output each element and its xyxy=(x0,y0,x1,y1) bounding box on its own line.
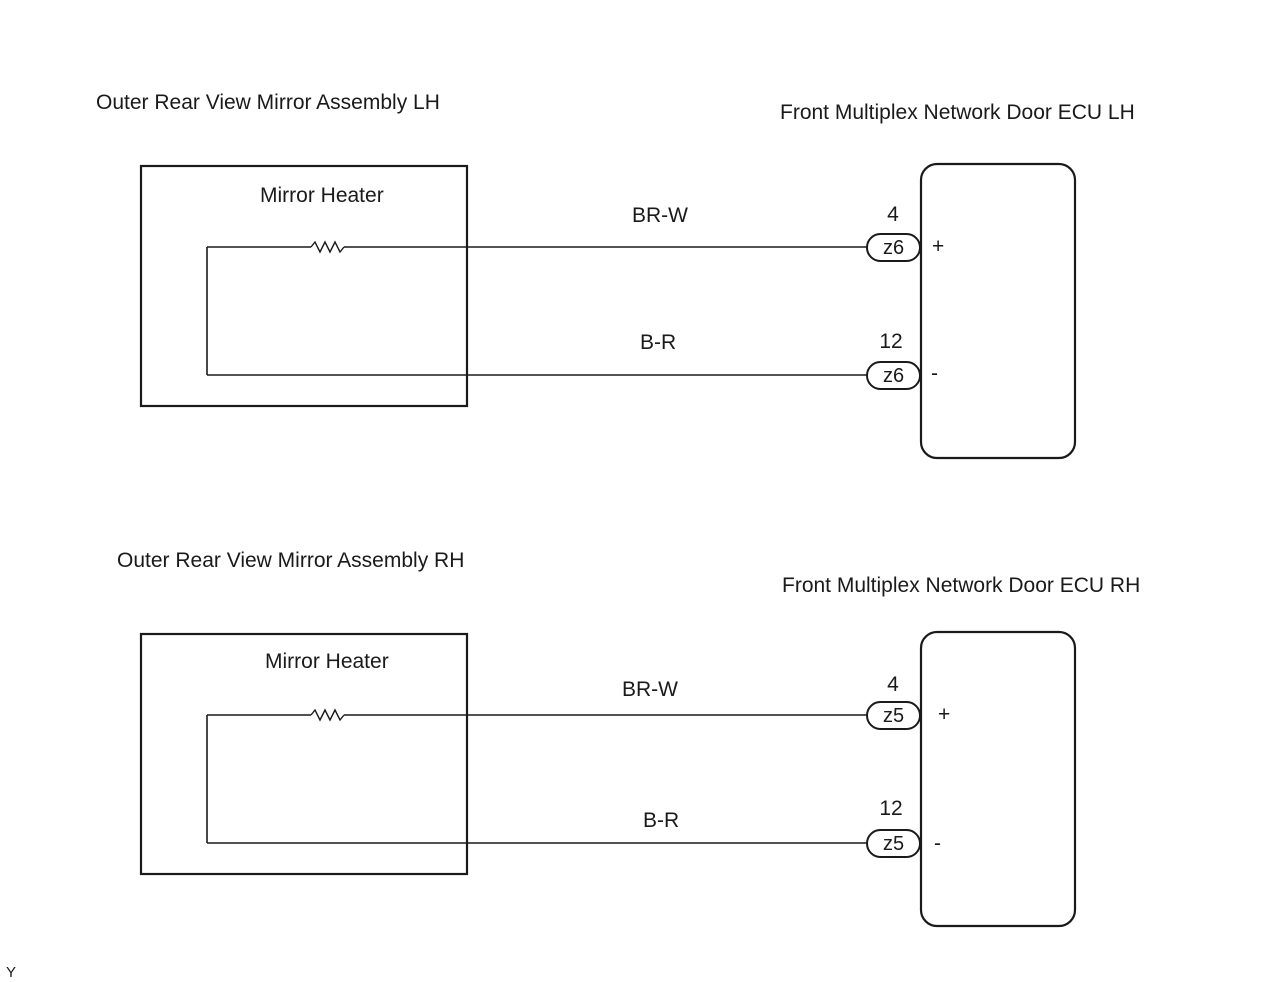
wire-color-label: B-R xyxy=(640,331,676,354)
ecu-box xyxy=(919,162,1077,460)
wire-color-label: BR-W xyxy=(622,678,678,701)
connector-code: z6 xyxy=(883,237,904,259)
pin-number: 12 xyxy=(879,330,902,353)
mirror-assembly-box xyxy=(139,632,469,876)
pin-number: 4 xyxy=(887,673,899,696)
pin-number: 4 xyxy=(887,203,899,226)
connector-code: z5 xyxy=(883,705,904,727)
connector-code: z6 xyxy=(883,365,904,387)
pin-number: 12 xyxy=(879,797,902,820)
heater-label: Mirror Heater xyxy=(265,650,389,673)
wire-color-label: BR-W xyxy=(632,204,688,227)
heater-label: Mirror Heater xyxy=(260,184,384,207)
ecu-title: Front Multiplex Network Door ECU LH xyxy=(780,101,1135,124)
connector-pill xyxy=(866,701,921,730)
mirror-assembly-box xyxy=(139,164,469,408)
resistor-icon xyxy=(310,708,345,722)
connector-code: z5 xyxy=(883,833,904,855)
terminal-polarity: + xyxy=(938,703,950,726)
terminal-polarity: + xyxy=(932,235,944,258)
ecu-title: Front Multiplex Network Door ECU RH xyxy=(782,574,1140,597)
mirror-assembly-title: Outer Rear View Mirror Assembly LH xyxy=(96,91,440,114)
corner-mark: Y xyxy=(6,964,16,981)
ecu-box xyxy=(919,630,1077,928)
connector-pill xyxy=(866,233,921,262)
connector-pill xyxy=(866,829,921,858)
circuit-rh: Outer Rear View Mirror Assembly RH Front… xyxy=(117,549,1140,928)
resistor-icon xyxy=(310,240,345,254)
mirror-assembly-title: Outer Rear View Mirror Assembly RH xyxy=(117,549,464,572)
wire-color-label: B-R xyxy=(643,809,679,832)
circuit-lh: Outer Rear View Mirror Assembly LH Front… xyxy=(96,91,1135,460)
connector-pill xyxy=(866,361,921,390)
terminal-polarity: - xyxy=(934,832,941,855)
terminal-polarity: - xyxy=(931,362,938,385)
